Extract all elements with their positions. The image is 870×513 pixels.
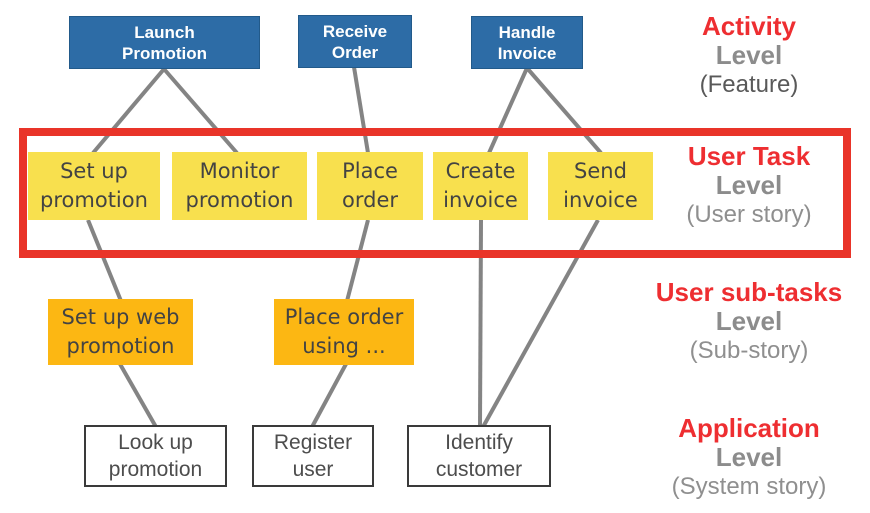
- edge-launch-promotion-to-set-up-promotion: [91, 67, 166, 155]
- level-label-activity: Activity Level (Feature): [628, 12, 870, 99]
- story-type: (System story): [671, 473, 827, 500]
- level-label-application: Application Level (System story): [628, 414, 870, 501]
- edge-handle-invoice-to-create-invoice: [487, 67, 529, 154]
- level-title: User sub-tasks: [655, 277, 843, 307]
- activity-box-launch-promotion: Launch Promotion: [69, 16, 260, 69]
- edge-set-up-web-promotion-to-look-up-promotion: [118, 363, 158, 428]
- level-label-user-sub-tasks: User sub-tasks Level (Sub-story): [628, 278, 870, 365]
- edge-place-order-to-place-order-using: [345, 219, 370, 302]
- activity-box-receive-order: Receive Order: [298, 15, 412, 68]
- edge-place-order-using-to-register-user: [310, 363, 348, 428]
- level-word: Level: [715, 40, 783, 70]
- level-title: Activity: [702, 11, 796, 41]
- level-title: User Task: [687, 141, 811, 171]
- application-box-identify-customer: Identify customer: [407, 425, 551, 487]
- application-box-look-up-promotion: Look up promotion: [84, 425, 227, 487]
- story-type: (User story): [686, 201, 812, 228]
- activity-box-handle-invoice: Handle Invoice: [471, 16, 583, 69]
- edge-set-up-promotion-to-set-up-web-promotion: [86, 219, 123, 302]
- user-task-box-create-invoice: Create invoice: [433, 152, 528, 220]
- edge-handle-invoice-to-send-invoice: [525, 66, 603, 155]
- level-word: Level: [715, 306, 783, 336]
- level-word: Level: [715, 442, 783, 472]
- level-label-user-task: User Task Level (User story): [628, 142, 870, 229]
- user-task-box-send-invoice: Send invoice: [548, 152, 653, 220]
- user-task-level-highlight-frame: [19, 128, 851, 258]
- user-task-box-set-up-promotion: Set up promotion: [28, 152, 160, 220]
- application-box-register-user: Register user: [252, 425, 374, 487]
- edge-receive-order-to-place-order: [352, 66, 370, 154]
- story-type: (Sub-story): [689, 337, 809, 364]
- story-type: (Feature): [699, 71, 799, 98]
- level-word: Level: [715, 170, 783, 200]
- user-task-box-monitor-promotion: Monitor promotion: [172, 152, 307, 220]
- sub-task-box-set-up-web-promotion: Set up web promotion: [48, 299, 193, 365]
- level-title: Application: [678, 413, 820, 443]
- edge-launch-promotion-to-monitor-promotion: [162, 67, 239, 155]
- user-task-box-place-order: Place order: [317, 152, 423, 220]
- sub-task-box-place-order-using: Place order using ...: [274, 299, 414, 365]
